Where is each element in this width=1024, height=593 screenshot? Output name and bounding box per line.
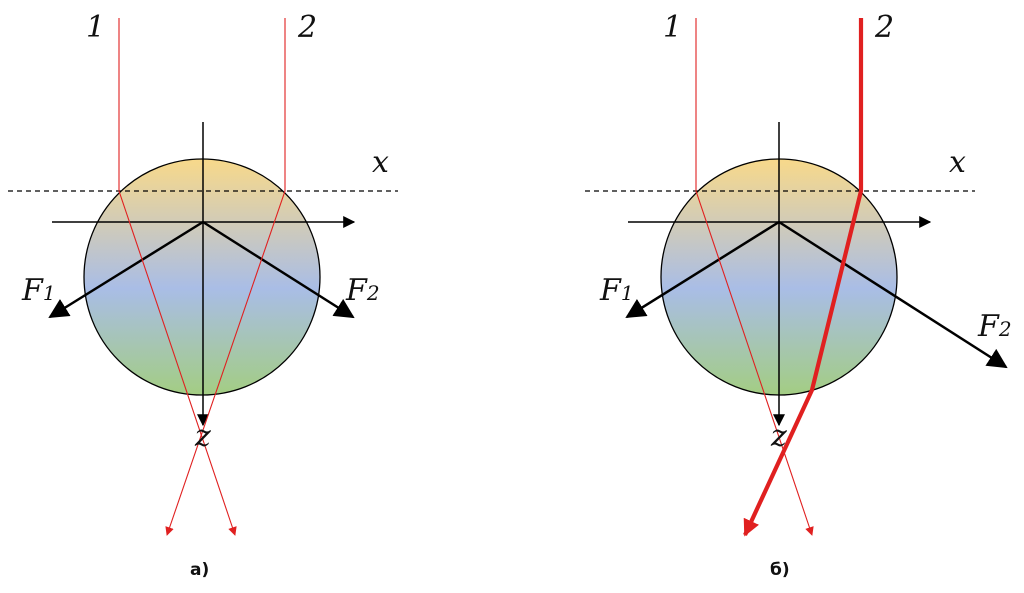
beam-1 bbox=[695, 18, 814, 536]
beam-1 bbox=[118, 18, 237, 536]
force-f2-label: F2 bbox=[345, 273, 380, 308]
z-axis-label: z bbox=[194, 419, 211, 454]
force-f1-vector bbox=[625, 220, 780, 319]
force-f1-label: F1 bbox=[599, 273, 634, 308]
force-f2-vector bbox=[202, 220, 355, 319]
x-axis-label: x bbox=[949, 145, 966, 180]
panel-a: 1 2 x z F1 F2 a) bbox=[8, 10, 398, 580]
force-f2-label: F2 bbox=[977, 309, 1012, 344]
z-axis-label: z bbox=[770, 419, 787, 454]
beam-2-strong bbox=[743, 18, 864, 537]
beam-2-label: 2 bbox=[297, 10, 317, 45]
force-f1-label: F1 bbox=[21, 273, 56, 308]
beam-2-label: 2 bbox=[874, 10, 894, 45]
force-f2-vector bbox=[778, 220, 1008, 369]
force-f1-vector bbox=[48, 220, 204, 319]
panel-caption: a) bbox=[190, 560, 209, 580]
beam-2 bbox=[165, 18, 286, 536]
beam-1-label: 1 bbox=[663, 10, 682, 45]
sphere bbox=[83, 158, 321, 396]
panel-caption: б) bbox=[770, 560, 790, 580]
x-axis-label: x bbox=[372, 145, 389, 180]
panel-b: 1 2 x z F1 F2 б) bbox=[585, 10, 1012, 580]
beam-1-label: 1 bbox=[86, 10, 105, 45]
